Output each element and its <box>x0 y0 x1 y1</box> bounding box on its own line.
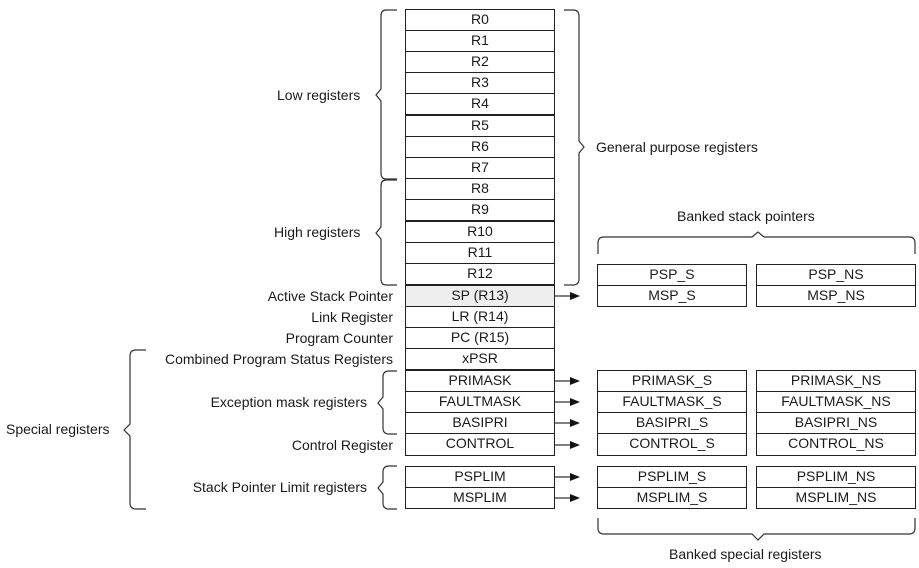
register-r9: R9 <box>405 199 555 221</box>
register-r3: R3 <box>405 72 555 94</box>
register-r6: R6 <box>405 136 555 158</box>
combined-psr-label: Combined Program Status Registers <box>165 351 393 367</box>
register-faultmask-ns: FAULTMASK_NS <box>756 391 916 413</box>
register-faultmask: FAULTMASK <box>405 391 555 413</box>
low-registers-label: Low registers <box>277 87 361 103</box>
special-registers-label: Special registers <box>6 421 110 437</box>
banked-stack-pointers-label: Banked stack pointers <box>677 208 815 224</box>
program-counter-label: Program Counter <box>285 330 393 346</box>
stack-limit-brace <box>377 465 397 510</box>
register-r7: R7 <box>405 157 555 179</box>
register-primask-s: PRIMASK_S <box>597 370 747 392</box>
register-r8: R8 <box>405 178 555 200</box>
register-msplim-ns: MSPLIM_NS <box>756 487 916 509</box>
general-purpose-label: General purpose registers <box>596 139 758 155</box>
register-r2: R2 <box>405 51 555 73</box>
register-psplim-ns: PSPLIM_NS <box>756 466 916 488</box>
arrow-primask <box>570 377 580 385</box>
register-psp-ns: PSP_NS <box>756 264 916 286</box>
register-control: CONTROL <box>405 433 555 456</box>
register-msp-s: MSP_S <box>597 285 747 307</box>
register-r10: R10 <box>405 221 555 243</box>
exception-mask-label: Exception mask registers <box>210 394 367 410</box>
banked-special-brace <box>597 518 916 541</box>
register-control-ns: CONTROL_NS <box>756 433 916 456</box>
exception-mask-brace <box>377 370 397 435</box>
register-r5: R5 <box>405 115 555 137</box>
register-basepri: BASIPRI <box>405 412 555 434</box>
stack-pointer-limit-label: Stack Pointer Limit registers <box>192 479 367 495</box>
banked-stack-brace <box>597 231 916 254</box>
register-control-s: CONTROL_S <box>597 433 747 456</box>
banked-special-registers-label: Banked special registers <box>669 546 822 562</box>
register-pc: PC (R15) <box>405 327 555 349</box>
register-msplim: MSPLIM <box>405 487 555 509</box>
high-registers-label: High registers <box>274 224 361 240</box>
register-psplim: PSPLIM <box>405 466 555 488</box>
link-register-label: Link Register <box>311 309 393 325</box>
register-primask: PRIMASK <box>405 370 555 392</box>
register-psp-s: PSP_S <box>597 264 747 286</box>
register-faultmask-s: FAULTMASK_S <box>597 391 747 413</box>
arrow-psplim <box>570 473 580 481</box>
arrow-faultmask <box>570 398 580 406</box>
register-psplim-s: PSPLIM_S <box>597 466 747 488</box>
register-r11: R11 <box>405 242 555 264</box>
register-sp: SP (R13) <box>405 285 555 307</box>
special-registers-brace <box>123 349 146 510</box>
low-registers-brace <box>375 9 397 180</box>
high-registers-brace <box>375 179 397 286</box>
register-msp-ns: MSP_NS <box>756 285 916 307</box>
register-primask-ns: PRIMASK_NS <box>756 370 916 392</box>
register-basepri-s: BASIPRI_S <box>597 412 747 434</box>
register-r0: R0 <box>405 9 555 31</box>
arrow-msplim <box>570 494 580 502</box>
arrow-sp <box>570 292 580 300</box>
register-basepri-ns: BASIPRI_NS <box>756 412 916 434</box>
register-r12: R12 <box>405 263 555 285</box>
arrow-basepri <box>570 419 580 427</box>
register-r4: R4 <box>405 93 555 115</box>
register-lr: LR (R14) <box>405 306 555 328</box>
active-stack-pointer-label: Active Stack Pointer <box>267 288 393 304</box>
register-xpsr: xPSR <box>405 348 555 370</box>
control-register-label: Control Register <box>291 437 393 453</box>
general-purpose-brace <box>564 9 585 286</box>
arrow-control <box>570 441 580 449</box>
register-msplim-s: MSPLIM_S <box>597 487 747 509</box>
register-r1: R1 <box>405 30 555 52</box>
